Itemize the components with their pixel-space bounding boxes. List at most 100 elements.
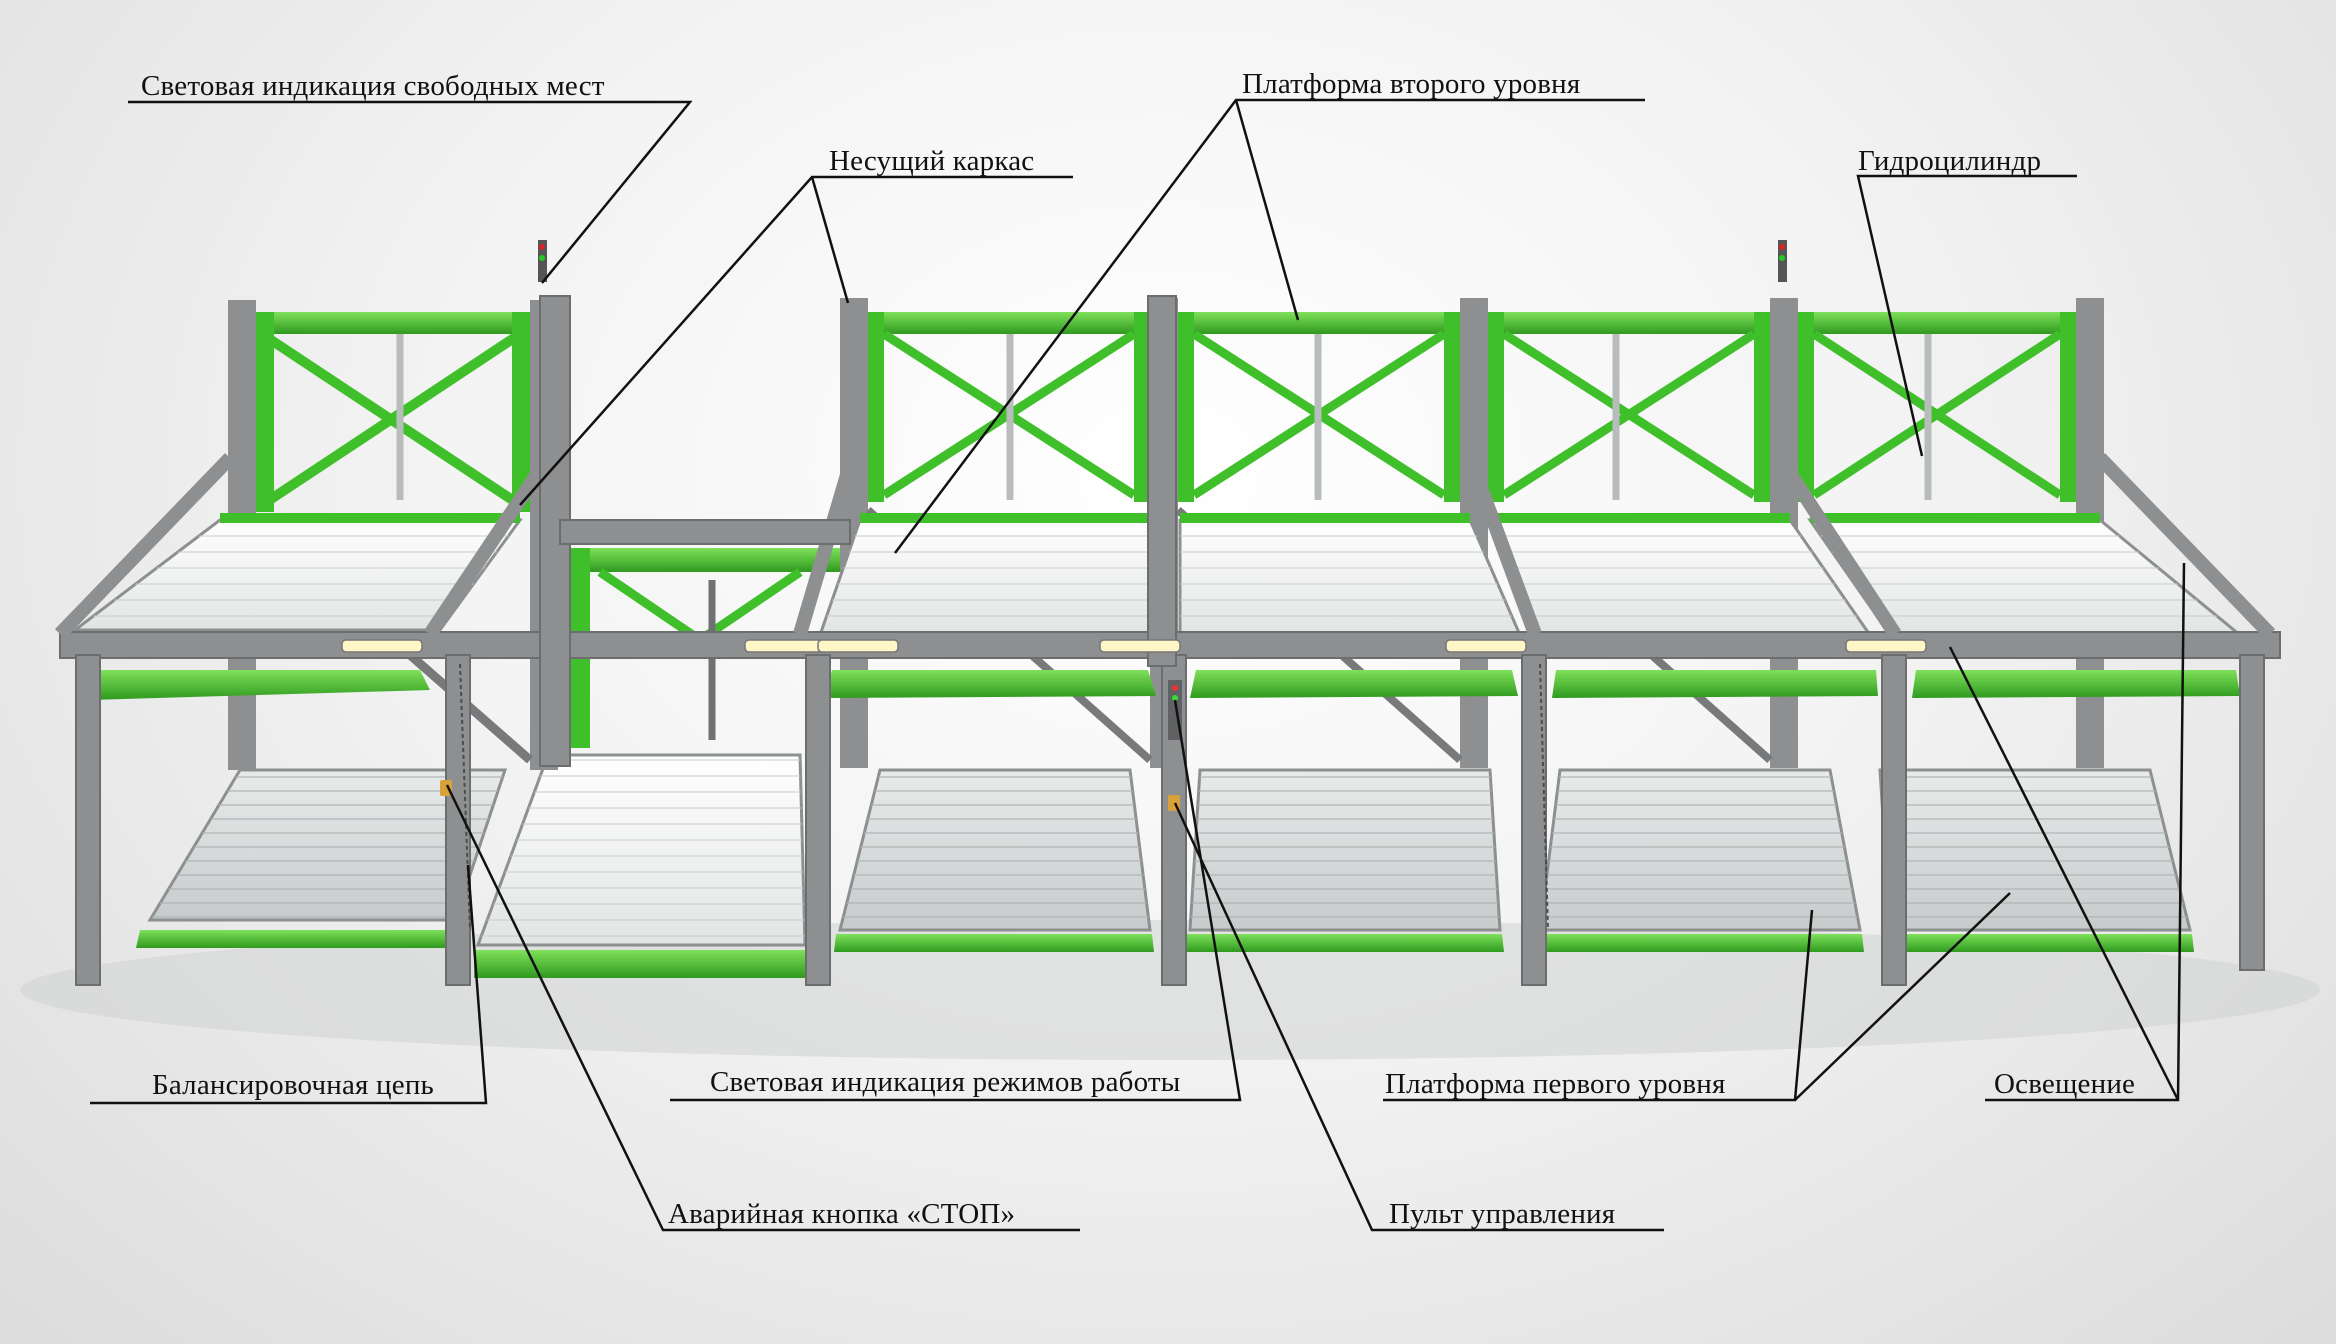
leader-free-spaces-light	[128, 100, 693, 284]
lamp	[1099, 639, 1181, 653]
lower-deck-bay1-green-edge	[136, 930, 466, 948]
second-level-platforms	[70, 513, 2245, 700]
front-post	[1521, 654, 1547, 986]
label-load-bearing-frame: Несущий каркас	[829, 145, 1035, 177]
link-beam	[559, 519, 851, 545]
signal-light-right	[1778, 240, 1787, 282]
front-post	[445, 654, 471, 986]
upper-ramp-bay5	[1552, 670, 1878, 698]
lower-deck-bay5-ribs	[1540, 770, 1860, 930]
side-rail	[424, 454, 554, 638]
lamp	[744, 639, 826, 653]
rear-brace	[259, 329, 523, 510]
leader-lighting-2	[1948, 646, 2180, 1101]
front-post	[75, 654, 101, 986]
front-post	[1881, 654, 1907, 986]
upper-deck-green-edge	[220, 513, 520, 523]
lamp	[1445, 639, 1527, 653]
upper-deck-bay1-ribs	[75, 520, 520, 630]
rear-green-post	[1798, 312, 1814, 502]
rear-green-post	[868, 312, 884, 502]
lower-deck-bay3-ribs	[840, 770, 1150, 930]
leader-hydraulic-cylinder	[1856, 174, 2077, 457]
upper-deck-green-edge	[1490, 513, 1790, 523]
mode-indicator-light	[1172, 685, 1178, 691]
front-post	[805, 654, 831, 986]
label-lighting: Освещение	[1994, 1068, 2136, 1100]
rear-green-beam	[256, 312, 530, 334]
leader-load-bearing-frame-2	[810, 176, 850, 304]
rear-green-post	[1754, 312, 1770, 502]
label-emergency-stop: Аварийная кнопка «СТОП»	[668, 1198, 1016, 1230]
side-rail	[54, 453, 236, 639]
upper-deck-bay5-ribs	[1490, 520, 1870, 635]
lower-deck-bay4-ribs	[1190, 770, 1500, 930]
upper-deck-bay6-ribs	[1810, 520, 2240, 635]
leader-lines	[90, 98, 2186, 1232]
side-rail	[1774, 454, 1901, 638]
hydraulic-cylinders	[396, 334, 1932, 740]
upper-ramp-bay3	[824, 670, 1156, 698]
lower-deck-bay5-green-edge	[1534, 934, 1864, 952]
side-rail	[1463, 455, 1542, 637]
first-level-platforms	[136, 753, 2194, 978]
upper-deck-green-edge	[1180, 513, 1470, 523]
signal-light-green	[539, 255, 545, 261]
rear-brace	[1501, 330, 1757, 499]
signal-light-red	[539, 244, 545, 250]
lower-deck-bay6-green-edge	[1884, 934, 2194, 952]
upper-deck-bay4-ribs	[1180, 520, 1520, 635]
leader-first-level-platform-2	[1794, 892, 2011, 1101]
lower-deck-bay1-ribs	[150, 770, 505, 920]
rear-green-post	[2060, 312, 2076, 502]
lamp	[1845, 639, 1927, 653]
label-free-spaces-light: Световая индикация свободных мест	[141, 70, 605, 102]
label-balancing-chain: Балансировочная цепь	[152, 1069, 434, 1101]
label-first-level-platform: Платформа первого уровня	[1385, 1068, 1726, 1100]
lower-deck-bay3-green-edge	[834, 934, 1154, 952]
leader-load-bearing-frame	[519, 175, 1073, 506]
balancing-chain	[1539, 663, 1549, 931]
leader-balancing-chain	[90, 864, 488, 1105]
lower-deck-bay4-green-edge	[1184, 934, 1504, 952]
emergency-stop-button	[440, 780, 452, 796]
side-rail	[793, 456, 859, 636]
lamp	[817, 639, 899, 653]
balancing-chain	[459, 663, 471, 931]
center-post	[1147, 295, 1177, 667]
leader-control-panel	[1173, 802, 1664, 1232]
label-second-level-platform: Платформа второго уровня	[1242, 68, 1581, 100]
upper-deck-green-edge	[1810, 513, 2100, 523]
rear-brace	[597, 568, 703, 644]
rear-green-post	[1178, 312, 1194, 502]
load-bearing-frame	[54, 295, 2281, 986]
rear-brace	[1811, 330, 2063, 499]
label-mode-light: Световая индикация режимов работы	[710, 1066, 1181, 1098]
upper-ramp-bay4	[1190, 670, 1518, 698]
upper-deck-bay3-ribs	[820, 520, 1170, 635]
lower-deck-bay2-ribs	[478, 755, 805, 945]
upper-ramp-bay6	[1912, 670, 2240, 698]
rear-green-beam	[1488, 312, 1770, 334]
signal-light-red	[1779, 244, 1785, 250]
front-post	[2239, 654, 2265, 971]
label-hydraulic-cylinder: Гидроцилиндр	[1858, 145, 2042, 177]
signal-light-left	[538, 240, 547, 282]
rear-green-post	[512, 312, 530, 512]
side-rail	[2094, 453, 2276, 639]
rear-green-beam	[1178, 312, 1460, 334]
rear-green-beam	[570, 548, 850, 572]
leader-mode-light	[670, 699, 1242, 1102]
rear-green-post	[256, 312, 274, 512]
label-control-panel: Пульт управления	[1389, 1198, 1616, 1230]
leader-emergency-stop	[445, 784, 1080, 1232]
rear-green-post	[1488, 312, 1504, 502]
rear-green-post	[1134, 312, 1150, 502]
lower-deck-bay6-ribs	[1880, 770, 2190, 930]
upper-deck-green-edge	[860, 513, 1150, 523]
signal-light-green	[1779, 255, 1785, 261]
leader-second-level-platform-2	[1234, 99, 1300, 321]
upper-ramp-bay1	[90, 670, 430, 700]
rear-green-beam	[1798, 312, 2076, 334]
